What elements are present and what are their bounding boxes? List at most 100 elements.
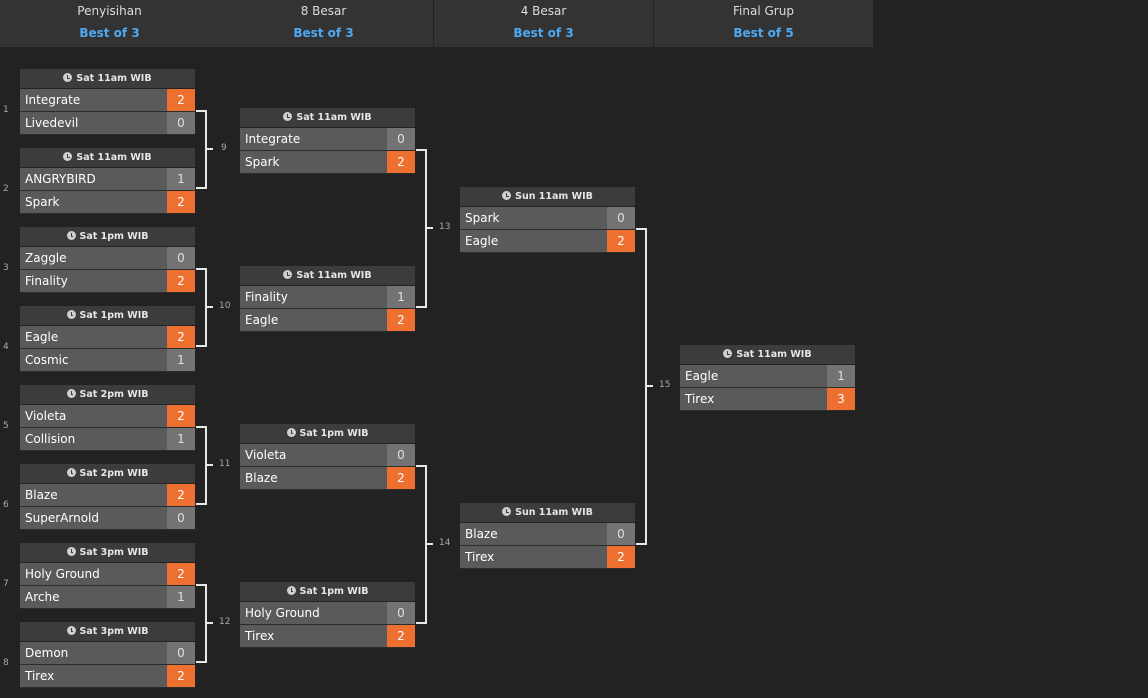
clock-icon (66, 547, 76, 556)
winner-score: 2 (167, 563, 195, 585)
winner-score: 3 (827, 388, 855, 410)
winner-score: 2 (167, 484, 195, 506)
match-number: 13 (439, 222, 451, 232)
team-row[interactable]: Zaggle 0 (20, 247, 195, 270)
team-score: 0 (387, 128, 415, 150)
seed-number: 4 (3, 342, 9, 352)
winner-score: 2 (387, 467, 415, 489)
match-time-label: Sat 1pm WIB (79, 310, 149, 321)
team-score: 1 (827, 365, 855, 387)
team-name: SuperArnold (25, 511, 99, 525)
round-format: Best of 5 (733, 26, 794, 40)
team-name: Arche (25, 590, 60, 604)
connector-m12 (196, 584, 213, 663)
match-number: 12 (219, 617, 231, 627)
team-name: ANGRYBIRD (25, 172, 96, 186)
team-row[interactable]: Holy Ground 2 (20, 563, 195, 586)
team-name: Tirex (245, 629, 275, 643)
team-name: Violeta (25, 409, 67, 423)
round-title: Penyisihan (77, 4, 142, 18)
match-time: Sun 11am WIB (460, 187, 635, 207)
winner-score: 2 (167, 191, 195, 213)
match-time-label: Sat 11am WIB (296, 112, 372, 123)
team-row[interactable]: Spark 2 (20, 191, 195, 214)
team-name: Cosmic (25, 353, 69, 367)
winner-score: 2 (387, 151, 415, 173)
clock-icon (502, 507, 512, 516)
team-name: Spark (25, 195, 60, 209)
seed-number: 6 (3, 500, 9, 510)
team-score: 0 (387, 444, 415, 466)
match-time: Sat 1pm WIB (240, 424, 415, 444)
seed-number: 8 (3, 658, 9, 668)
team-score: 0 (167, 112, 195, 134)
match-number: 11 (219, 459, 231, 469)
round-title: 8 Besar (300, 4, 347, 18)
team-name: Eagle (465, 234, 499, 248)
clock-icon (66, 231, 76, 240)
team-name: Integrate (25, 93, 81, 107)
match-time: Sat 11am WIB (20, 69, 195, 89)
team-name: Violeta (245, 448, 287, 462)
winner-score: 2 (167, 270, 195, 292)
team-score: 0 (387, 602, 415, 624)
team-name: Finality (25, 274, 68, 288)
seed-number: 5 (3, 421, 9, 431)
team-name: Holy Ground (25, 567, 100, 581)
connector-m9 (196, 110, 213, 189)
match-time-label: Sat 11am WIB (76, 73, 152, 84)
clock-icon (502, 191, 512, 200)
round-header-4-besar: 4 Besar Best of 3 (434, 0, 654, 47)
match-time: Sat 11am WIB (240, 266, 415, 286)
team-score: 0 (167, 247, 195, 269)
team-row[interactable]: Violeta 0 (240, 444, 415, 467)
round-header-8-besar: 8 Besar Best of 3 (214, 0, 434, 47)
team-score: 1 (387, 286, 415, 308)
team-name: Tirex (25, 669, 55, 683)
seed-number: 2 (3, 184, 9, 194)
team-row[interactable]: Finality 2 (20, 270, 195, 293)
team-name: Zaggle (25, 251, 67, 265)
match-time: Sat 11am WIB (680, 345, 855, 365)
